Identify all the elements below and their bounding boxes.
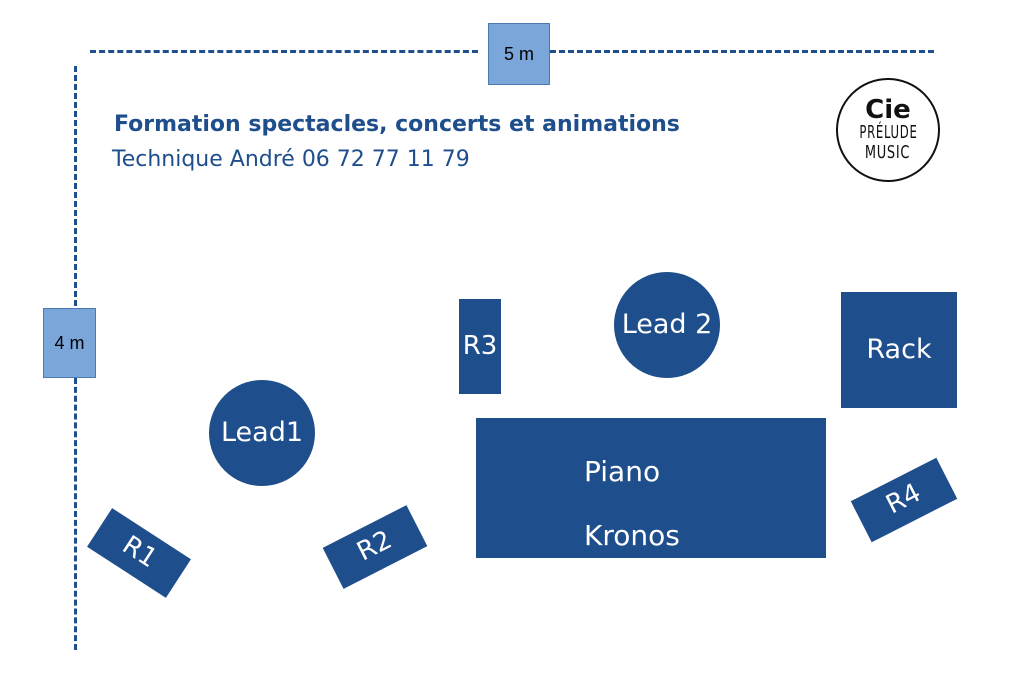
company-logo: Cie PRÉLUDE MUSIC	[836, 78, 940, 182]
width-dimension-label: 5 m	[488, 23, 550, 85]
height-dimension-line-top	[74, 66, 77, 306]
logo-line-music: MUSIC	[865, 142, 911, 163]
width-dimension-line-left	[90, 50, 478, 53]
piano-kronos-position: Piano Kronos	[476, 418, 826, 558]
r4-position: R4	[850, 457, 958, 543]
r4-label: R4	[881, 477, 926, 521]
piano-label-line2: Kronos	[584, 519, 680, 553]
piano-kronos-label: Piano Kronos	[584, 424, 680, 553]
piano-label-line1: Piano	[584, 454, 661, 488]
page-title: Formation spectacles, concerts et animat…	[114, 112, 680, 137]
rack-label: Rack	[866, 334, 932, 366]
r2-position: R2	[322, 505, 428, 589]
lead2-label: Lead 2	[621, 309, 713, 341]
width-dimension-line-right	[550, 50, 934, 53]
logo-line-cie: Cie	[865, 95, 911, 125]
height-dimension-label: 4 m	[43, 308, 96, 378]
lead2-position: Lead 2	[614, 272, 720, 378]
height-dimension-line-bottom	[74, 378, 77, 650]
lead1-position: Lead1	[209, 380, 315, 486]
r1-label: R1	[116, 530, 163, 575]
logo-line-prelude: PRÉLUDE	[858, 122, 918, 143]
r1-position: R1	[87, 508, 191, 598]
r2-label: R2	[352, 524, 397, 568]
contact-line: Technique André 06 72 77 11 79	[112, 147, 470, 172]
lead1-label: Lead1	[220, 417, 304, 449]
r3-label: R3	[462, 330, 498, 361]
r3-position: R3	[459, 299, 501, 394]
rack-position: Rack	[841, 292, 957, 408]
